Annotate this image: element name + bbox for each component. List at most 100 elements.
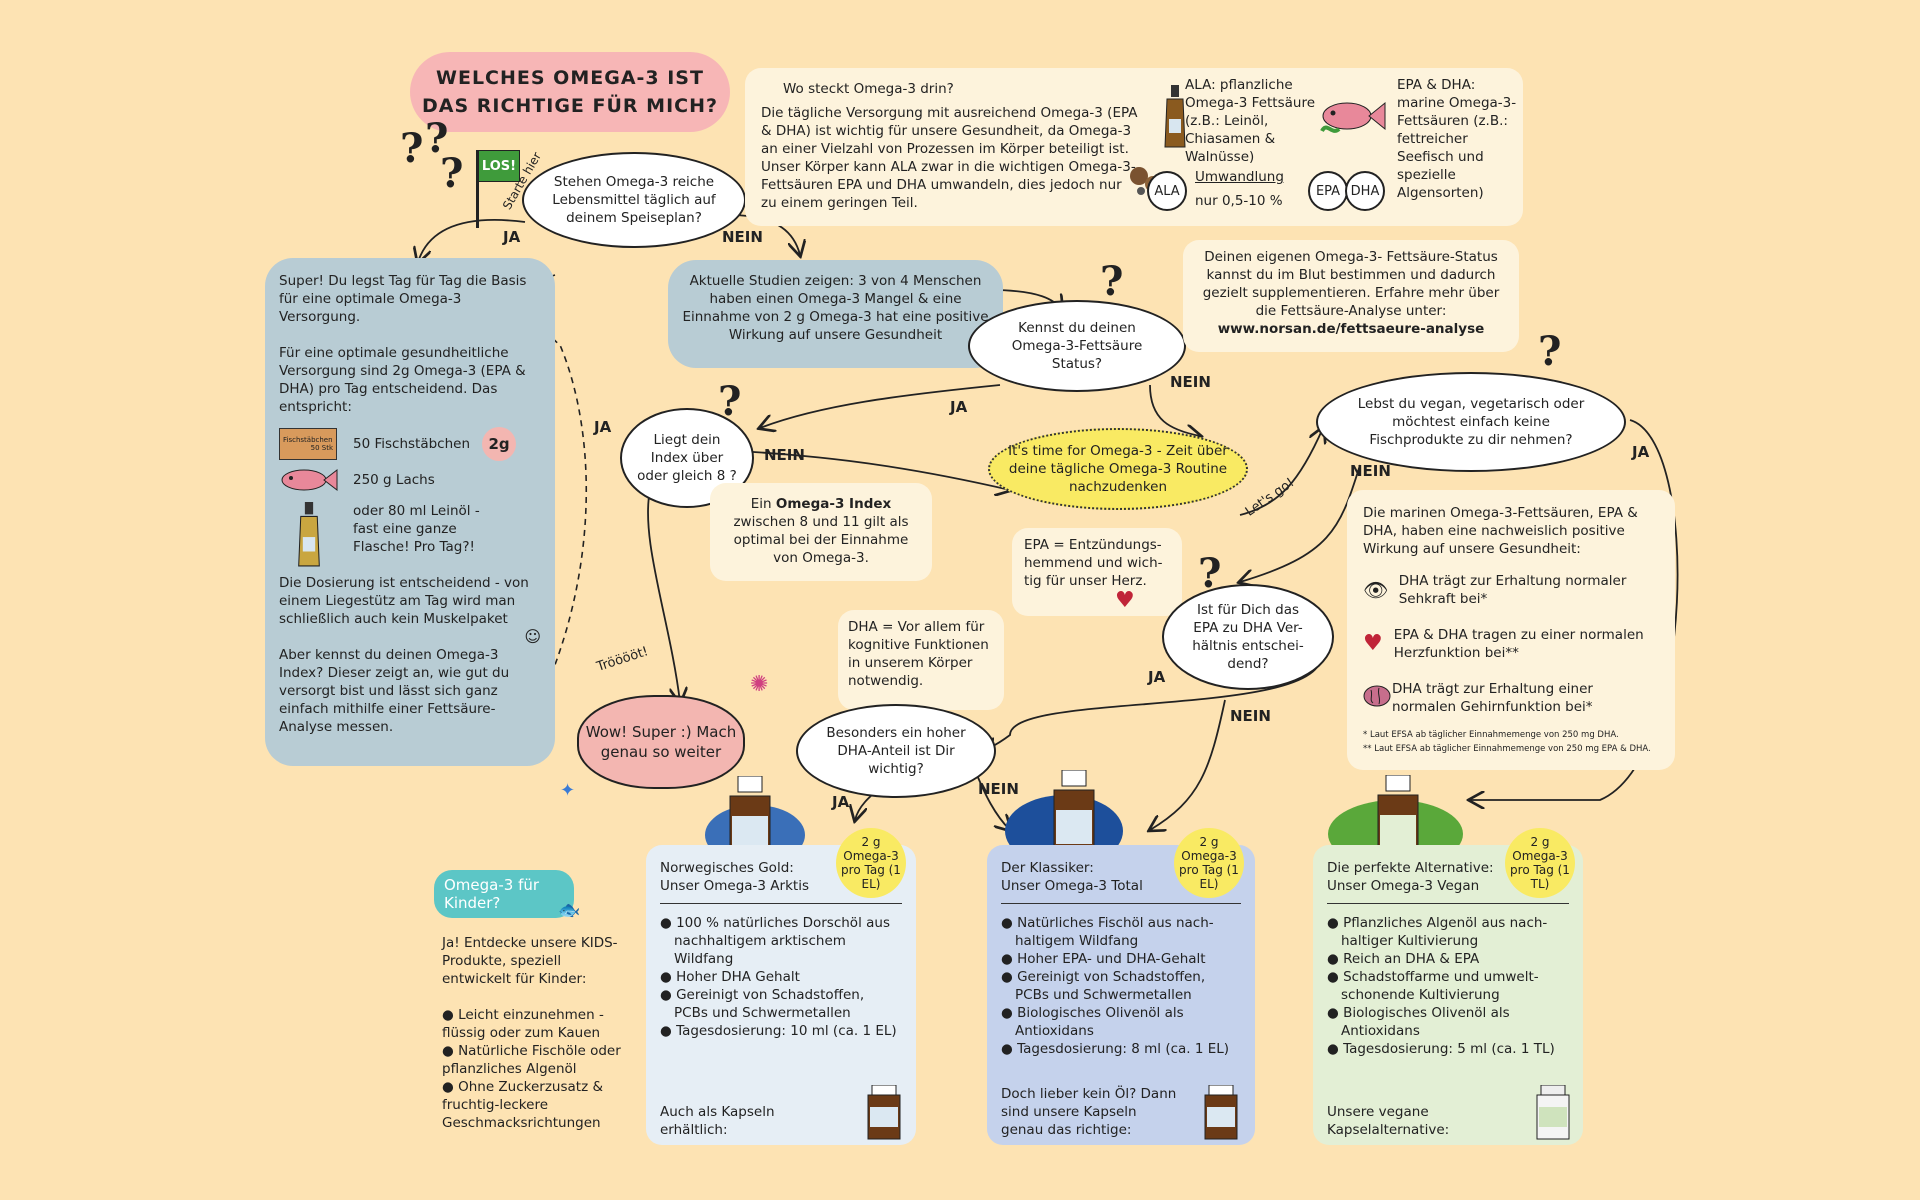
question-mark-icon: ? <box>1198 550 1222 597</box>
product-bullet: Biologisches Olivenöl als Antioxidans <box>1341 1004 1569 1040</box>
product-l1: Die perfekte Alternative: <box>1327 860 1494 876</box>
question-mark-icon: ? <box>425 115 449 162</box>
product-l2: Unser Omega-3 Total <box>1001 878 1143 894</box>
label-ja: JA <box>594 418 612 436</box>
kids-b2: Natürliche Fischöle oder pflanzliches Al… <box>442 1043 621 1077</box>
dose-badge-arktis: 2 g Omega-3 pro Tag (1 EL) <box>836 828 906 898</box>
footnote-1: * Laut EFSA ab täglicher Einnahmemenge v… <box>1363 730 1619 740</box>
label-ja: JA <box>950 398 968 416</box>
question-mark-icon: ? <box>440 150 464 197</box>
ala-text: ALA: pflanzliche Omega-3 Fettsäure (z.B.… <box>1185 77 1316 165</box>
product-bullet: Gereinigt von Schadstoffen, PCBs und Sch… <box>674 986 902 1022</box>
product-bullet: Reich an DHA & EPA <box>1341 950 1569 968</box>
brain-icon <box>1363 684 1392 713</box>
flag-pole <box>476 150 479 228</box>
product-bullet: Pflanzliches Algenöl aus nach-haltiger K… <box>1341 914 1569 950</box>
question-status: Kennst du deinen Omega-3-Fettsäure Statu… <box>968 300 1186 392</box>
item-fish-sticks: 50 Fischstäbchen <box>353 436 471 452</box>
fish-pack-label: Fischstäbchen <box>283 436 333 444</box>
kids-tag: Omega-3 für Kinder? <box>434 870 574 918</box>
fish-icon <box>1317 88 1387 143</box>
marine-omega3-box: Die marinen Omega-3-Fettsäuren, EPA & DH… <box>1347 490 1675 770</box>
product-l2: Unser Omega-3 Vegan <box>1327 878 1480 894</box>
footnote-2: ** Laut EFSA ab täglicher Einnahmemenge … <box>1363 744 1651 754</box>
kids-intro: Ja! Entdecke unsere KIDS-Produkte, spezi… <box>442 935 618 987</box>
studies-box: Aktuelle Studien zeigen: 3 von 4 Mensche… <box>668 260 1003 368</box>
label-nein: NEIN <box>722 228 763 246</box>
product-bullet: Hoher DHA Gehalt <box>674 968 902 986</box>
index-info-box: Ein Omega-3 Index zwischen 8 und 11 gilt… <box>710 483 932 581</box>
label-nein: NEIN <box>1350 462 1391 480</box>
product-bullet: Gereinigt von Schadstoffen, PCBs und Sch… <box>1015 968 1241 1004</box>
question-ratio: Ist für Dich das EPA zu DHA Ver-hältnis … <box>1162 584 1334 690</box>
wow-bubble: Wow! Super :) Mach genau so weiter <box>577 695 745 789</box>
label-nein: NEIN <box>978 780 1019 798</box>
product-l2: Unser Omega-3 Arktis <box>660 878 809 894</box>
dha-circle: DHA <box>1345 171 1385 211</box>
kids-text: Ja! Entdecke unsere KIDS-Produkte, spezi… <box>442 934 622 1132</box>
info-heading: Wo steckt Omega-3 drin? <box>783 81 954 97</box>
conversion-rate: nur 0,5-10 % <box>1195 193 1283 209</box>
info-text: Die tägliche Versorgung mit ausreichend … <box>761 105 1138 211</box>
capsule-jar-icon <box>867 1085 901 1140</box>
eye-icon: 👁 <box>1363 578 1389 602</box>
capsule-jar-icon <box>1536 1085 1570 1140</box>
claim-brain: DHA trägt zur Erhaltung einer normalen G… <box>1391 681 1593 715</box>
heart-icon: ♥ <box>1115 588 1135 613</box>
product-bullet: Natürliches Fischöl aus nach-haltigem Wi… <box>1015 914 1241 950</box>
product-bullet: Tagesdosierung: 8 ml (ca. 1 EL) <box>1015 1040 1241 1058</box>
kids-bullet: ● Natürliche Fischöle oder pflanzliches … <box>442 1043 621 1077</box>
capsule-jar-icon <box>1204 1085 1238 1140</box>
fish-icon: 🐟 <box>558 900 581 921</box>
status-info-box: Deinen eigenen Omega-3- Fettsäure-Status… <box>1183 240 1519 352</box>
label-ja: JA <box>1632 443 1650 461</box>
ala-circle: ALA <box>1147 171 1187 211</box>
product-foot: Auch als Kapseln erhältlich: <box>660 1104 775 1138</box>
yes-p4: Aber kennst du deinen Omega-3 Index? Die… <box>279 647 510 735</box>
kids-bullet: ● Ohne Zuckerzusatz & fruchtig-leckere G… <box>442 1079 603 1131</box>
status-info-text: Deinen eigenen Omega-3- Fettsäure-Status… <box>1202 249 1500 319</box>
product-l1: Norwegisches Gold: <box>660 860 794 876</box>
claim-sight: DHA trägt zur Erhaltung normaler Sehkraf… <box>1398 573 1627 607</box>
epa-note: EPA = Entzündungs-hemmend und wich-tig f… <box>1012 528 1182 616</box>
item-salmon: 250 g Lachs <box>353 472 435 488</box>
dose-badge-vegan: 2 g Omega-3 pro Tag (1 TL) <box>1505 828 1575 898</box>
heart-icon: ♥ <box>1363 631 1383 656</box>
question-dha: Besonders ein hoher DHA-Anteil ist Dir w… <box>796 704 996 798</box>
linseed-oil-icon <box>298 502 320 567</box>
yes-answer-box: Super! Du legst Tag für Tag die Basis fü… <box>265 258 555 766</box>
label-ja: JA <box>503 228 521 246</box>
product-bullet: Schadstoffarme und umwelt-schonende Kult… <box>1341 968 1569 1004</box>
kids-bullet: ● Leicht einzunehmen - flüssig oder zum … <box>442 1007 604 1041</box>
label-nein: NEIN <box>1170 373 1211 391</box>
question-mark-icon: ? <box>1100 258 1124 305</box>
status-url-link[interactable]: www.norsan.de/fettsaeure-analyse <box>1217 321 1485 337</box>
product-bullet: Tagesdosierung: 10 ml (ca. 1 EL) <box>674 1022 902 1040</box>
salmon-icon <box>281 468 338 492</box>
index-bold: Omega-3 Index <box>775 496 892 512</box>
label-ja: JA <box>832 793 850 811</box>
product-l1: Der Klassiker: <box>1001 860 1094 876</box>
badge-2g: 2g <box>482 427 517 461</box>
omega3-time-bubble: It's time for Omega-3 - Zeit über deine … <box>988 428 1248 510</box>
product-card-total[interactable]: Der Klassiker: Unser Omega-3 Total Natür… <box>987 845 1255 1145</box>
question-mark-icon: ? <box>1538 328 1562 375</box>
fish-sticks-icon: Fischstäbchen 50 Stk <box>279 428 337 460</box>
yes-p2: Für eine optimale gesundheitliche Versor… <box>279 345 526 415</box>
confetti-icon: ✺ <box>750 672 769 697</box>
product-bullet: 100 % natürliches Dorschöl aus nachhalti… <box>674 914 902 968</box>
start-flag-icon: LOS! <box>478 150 520 182</box>
question-omega3-foods: Stehen Omega-3 reiche Lebensmittel tägli… <box>522 152 746 248</box>
kids-b3: Ohne Zuckerzusatz & fruchtig-leckere Ges… <box>442 1079 603 1131</box>
conversion-label: Umwandlung <box>1195 169 1284 185</box>
index-pre: Ein <box>750 496 776 512</box>
page-title: WELCHES OMEGA-3 IST DAS RICHTIGE FÜR MIC… <box>410 52 730 132</box>
label-nein: NEIN <box>1230 707 1271 725</box>
product-bullet: Hoher EPA- und DHA-Gehalt <box>1015 950 1241 968</box>
epa-circle: EPA <box>1308 171 1348 211</box>
dose-badge-total: 2 g Omega-3 pro Tag (1 EL) <box>1174 828 1244 898</box>
product-foot: Unsere vegane Kapselalternative: <box>1327 1104 1450 1138</box>
troet-label: Trööööt! <box>594 644 651 675</box>
product-bullet: Tagesdosierung: 5 ml (ca. 1 TL) <box>1341 1040 1569 1058</box>
